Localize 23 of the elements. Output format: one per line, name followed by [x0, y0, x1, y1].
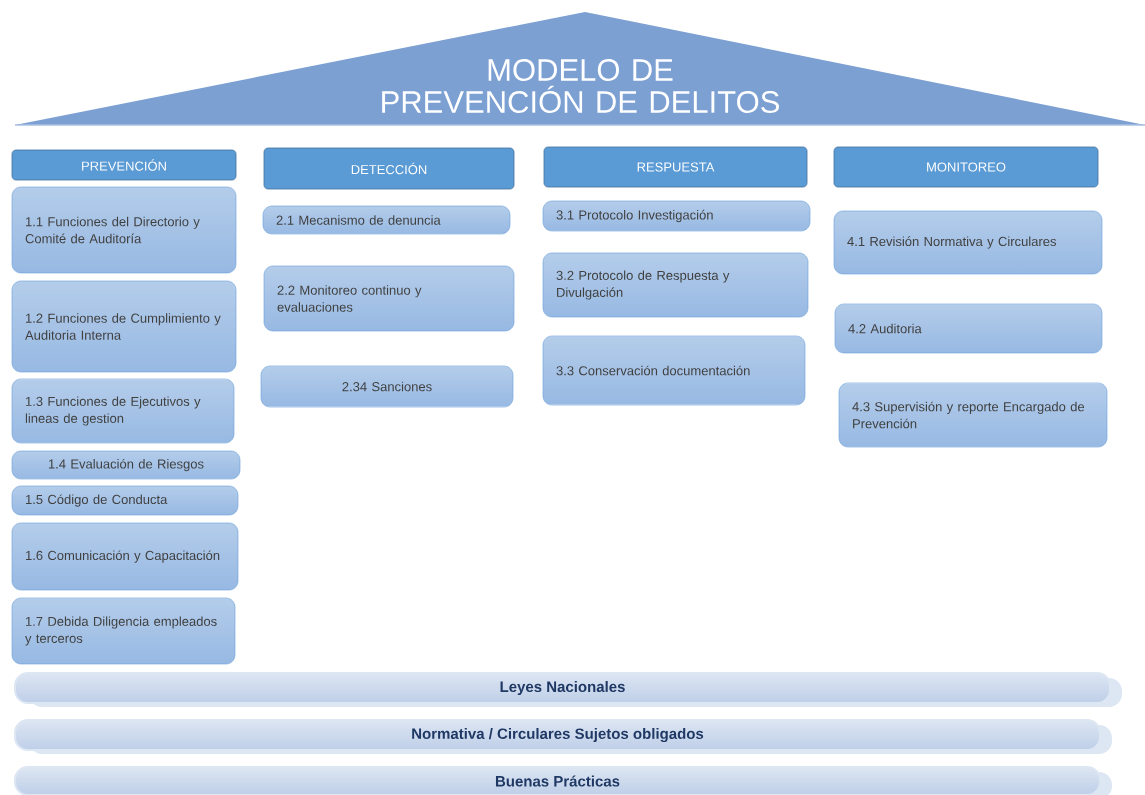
element-box: 3.2 Protocolo de Respuesta y Divulgación	[542, 252, 809, 318]
element-box: 3.1 Protocolo Investigación	[542, 200, 811, 232]
element-box: 4.3 Supervisión y reporte Encargado de Prevención	[838, 382, 1108, 448]
element-box: 1.2 Funciones de Cumplimiento y Auditoria Interna	[11, 280, 237, 373]
element-box: 4.1 Revisión Normativa y Circulares	[833, 210, 1103, 275]
foundation-band: Leyes Nacionales	[14, 672, 1122, 707]
element-box: 1.4 Evaluación de Riesgos	[11, 450, 241, 480]
column-header: RESPUESTA	[543, 146, 808, 188]
element-box: 4.2 Auditoria	[834, 303, 1103, 354]
column-header: PREVENCIÓN	[11, 149, 237, 181]
element-box: 1.6 Comunicación y Capacitación	[11, 522, 239, 591]
column-header: MONITOREO	[833, 146, 1099, 188]
element-box: 2.2 Monitoreo continuo y evaluaciones	[263, 265, 515, 332]
element-box: 1.3 Funciones de Ejecutivos y lineas de gestion	[11, 378, 235, 444]
element-box: 1.5 Código de Conducta	[11, 485, 239, 516]
foundation-band: Normativa / Circulares Sujetos obligados	[14, 719, 1112, 754]
element-box: 2.1 Mecanismo de denuncia	[262, 205, 511, 235]
element-box: 1.1 Funciones del Directorio y Comité de Auditoría	[11, 186, 237, 274]
column-header: DETECCIÓN	[263, 147, 515, 190]
element-box: 2.34 Sanciones	[260, 365, 514, 408]
element-box: 3.3 Conservación documentación	[542, 335, 806, 406]
foundation-band: Buenas Prácticas	[14, 766, 1112, 795]
element-box: 1.7 Debida Diligencia empleados y terceros	[11, 597, 236, 665]
